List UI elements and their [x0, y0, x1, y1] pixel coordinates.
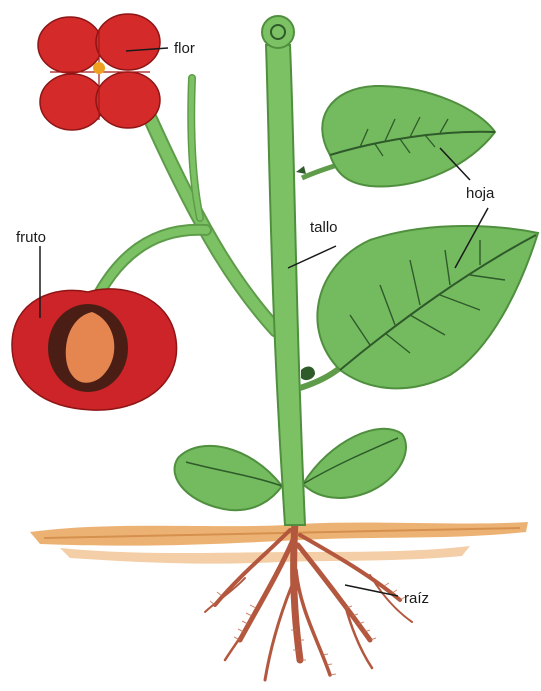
flower: [38, 14, 160, 130]
lower-right-leaf: [303, 429, 406, 498]
root-hairs: [210, 583, 405, 675]
fruit: [12, 289, 177, 410]
upper-right-leaf: [302, 86, 495, 186]
label-fruit: fruto: [16, 229, 46, 246]
label-flower: flor: [174, 40, 195, 57]
label-stem: tallo: [310, 219, 338, 236]
large-right-leaf: [300, 226, 538, 388]
lower-left-leaf: [175, 446, 282, 510]
roots: [205, 520, 412, 680]
label-root: raíz: [404, 590, 429, 607]
label-leaf: hoja: [466, 185, 495, 202]
main-stem: [262, 16, 315, 525]
